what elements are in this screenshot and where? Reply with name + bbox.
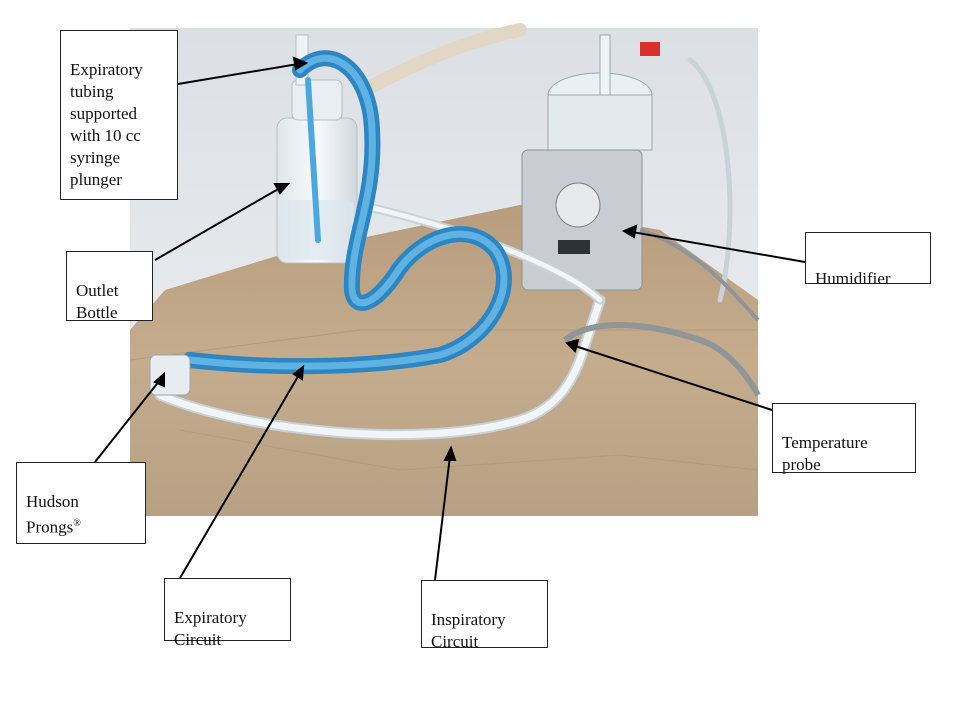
label-inspiratory-circuit: Inspiratory Circuit — [421, 580, 548, 651]
humidifier-unit — [521, 34, 660, 291]
registered-mark: ® — [73, 518, 81, 529]
photo-background — [129, 28, 759, 516]
label-hudson-prongs: Hudson Prongs® — [16, 462, 146, 544]
label-expiratory-tubing: Expiratory tubing supported with 10 cc s… — [60, 30, 178, 200]
label-temperature-probe: Temperature probe — [772, 403, 916, 474]
label-inspiratory-circuit-text: Inspiratory Circuit — [431, 610, 506, 651]
pointer-arrows — [94, 56, 806, 581]
label-humidifier-text: Humidifier — [815, 269, 891, 288]
label-outlet-bottle-text: Outlet Bottle — [76, 281, 119, 322]
expiratory-tubing — [182, 50, 512, 375]
label-expiratory-tubing-text: Expiratory tubing supported with 10 cc s… — [70, 60, 143, 189]
inspiratory-tubing — [154, 23, 733, 441]
label-humidifier: Humidifier — [805, 232, 931, 288]
hudson-prongs — [149, 354, 191, 396]
label-expiratory-circuit-text: Expiratory Circuit — [174, 608, 247, 649]
label-outlet-bottle: Outlet Bottle — [66, 251, 153, 322]
label-expiratory-circuit: Expiratory Circuit — [164, 578, 291, 649]
label-temperature-probe-text: Temperature probe — [782, 433, 868, 474]
label-hudson-prongs-text: Hudson Prongs — [26, 492, 79, 537]
